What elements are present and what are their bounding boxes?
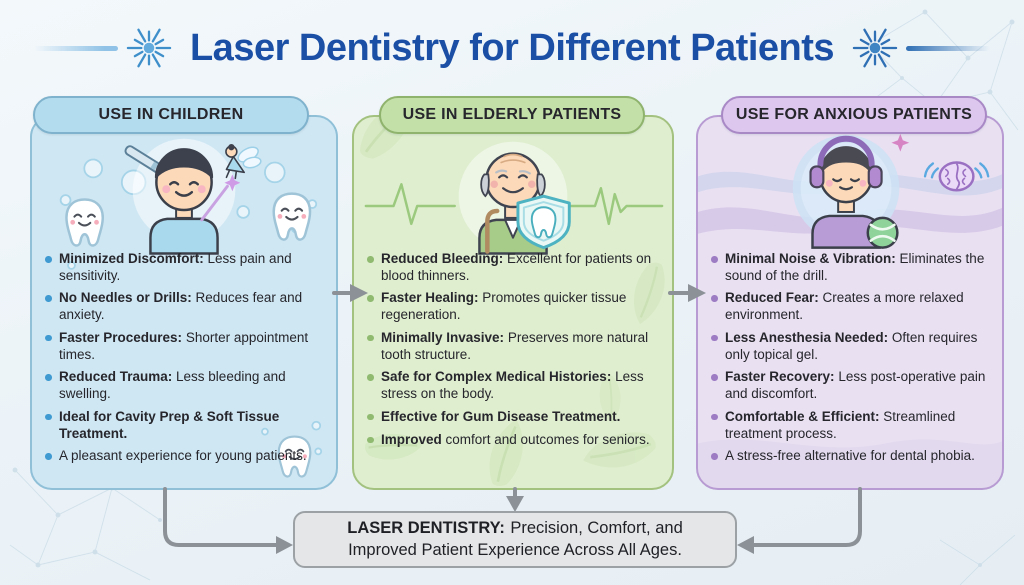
happy-tooth-icon bbox=[272, 192, 312, 241]
benefit-lead: Effective for Gum Disease Treatment. bbox=[381, 408, 621, 424]
benefit-lead: Minimized Discomfort: bbox=[59, 251, 204, 266]
benefit-lead: Less Anesthesia Needed: bbox=[725, 329, 889, 345]
benefit-text: Excellent for patients on blood thinners… bbox=[381, 251, 652, 283]
summary-lead: LASER DENTISTRY: bbox=[347, 519, 505, 538]
wave-signal-icon bbox=[974, 162, 990, 179]
benefit-item: Faster Recovery: Less post-operative pai… bbox=[710, 369, 998, 402]
benefit-text: Eliminates the sound of the drill. bbox=[725, 251, 985, 283]
anxious-patient-figure bbox=[809, 135, 899, 249]
brain-icon bbox=[923, 161, 990, 192]
benefit-text: Promotes quicker tissue regeneration. bbox=[381, 290, 627, 323]
summary-text: Precision, Comfort, and Improved Patient… bbox=[348, 519, 683, 559]
benefit-lead: Ideal for Cavity Prep & Soft Tissue Trea… bbox=[59, 408, 280, 441]
benefit-item: Improved comfort and outcomes for senior… bbox=[366, 432, 668, 449]
ekg-heartbeat-icon bbox=[364, 183, 664, 226]
children-benefits-list: Minimized Discomfort: Less pain and sens… bbox=[44, 251, 332, 465]
laser-beam-line-left bbox=[34, 45, 118, 51]
benefit-lead: Improved bbox=[381, 431, 442, 447]
child-figure bbox=[149, 148, 219, 255]
wave-signal-icon bbox=[923, 162, 940, 179]
children-illustration bbox=[59, 138, 323, 478]
benefit-item: Less Anesthesia Needed: Often requires o… bbox=[710, 330, 998, 363]
anxious-illustration bbox=[698, 133, 1002, 488]
headphones-icon bbox=[809, 135, 883, 189]
benefit-lead: Faster Procedures: bbox=[59, 329, 183, 345]
benefit-item: Minimally Invasive: Preserves more natur… bbox=[366, 330, 668, 363]
benefit-text: A pleasant experience for young patients… bbox=[59, 448, 307, 464]
benefit-text: Less post-operative pain and discomfort. bbox=[725, 369, 986, 402]
benefit-text: Preserves more natural tooth structure. bbox=[381, 329, 649, 362]
benefit-item: Effective for Gum Disease Treatment. bbox=[366, 409, 668, 426]
stress-ball-icon bbox=[866, 216, 899, 249]
benefit-text: Shorter appointment times. bbox=[59, 329, 309, 362]
connector-children-to-footer bbox=[163, 487, 278, 547]
benefit-lead: Safe for Complex Medical Histories: bbox=[381, 369, 612, 385]
benefit-item: A pleasant experience for young patients… bbox=[44, 448, 332, 465]
tooth-fairy-icon bbox=[225, 144, 262, 180]
panel-children: Minimized Discomfort: Less pain and sens… bbox=[30, 115, 338, 490]
elderly-illustration bbox=[354, 117, 672, 488]
children-panel-header: USE IN CHILDREN bbox=[33, 96, 309, 134]
anxious-panel-header: USE FOR ANXIOUS PATIENTS bbox=[721, 96, 987, 134]
benefit-text: A stress-free alternative for dental pho… bbox=[725, 448, 975, 464]
laser-starburst-icon-left bbox=[126, 28, 172, 68]
benefit-item: Faster Procedures: Shorter appointment t… bbox=[44, 330, 332, 363]
laser-starburst-icon-right bbox=[852, 28, 898, 68]
elderly-benefits-list: Reduced Bleeding: Excellent for patients… bbox=[366, 251, 668, 448]
magic-wand-icon bbox=[200, 184, 229, 222]
benefit-item: Reduced Bleeding: Excellent for patients… bbox=[366, 251, 668, 284]
benefit-item: No Needles or Drills: Reduces fear and a… bbox=[44, 290, 332, 323]
benefit-lead: Faster Healing: bbox=[381, 290, 479, 306]
benefit-text: Streamlined treatment process. bbox=[725, 408, 956, 441]
benefit-item: Minimal Noise & Vibration: Eliminates th… bbox=[710, 251, 998, 284]
sparkle-icon bbox=[224, 174, 241, 192]
benefit-item: Safe for Complex Medical Histories: Less… bbox=[366, 369, 668, 402]
benefit-item: Comfortable & Efficient: Streamlined tre… bbox=[710, 409, 998, 442]
cane-icon bbox=[485, 208, 500, 254]
benefit-lead: Minimal Noise & Vibration: bbox=[725, 251, 896, 266]
benefit-item: Reduced Fear: Creates a more relaxed env… bbox=[710, 290, 998, 323]
benefit-text: Less bleeding and swelling. bbox=[59, 369, 286, 402]
happy-tooth-icon bbox=[65, 198, 105, 247]
page-title: Laser Dentistry for Different Patients bbox=[189, 26, 835, 69]
benefit-item: Reduced Trauma: Less bleeding and swelli… bbox=[44, 369, 332, 402]
benefit-text: Often requires only topical gel. bbox=[725, 329, 978, 362]
benefit-text: Creates a more relaxed environment. bbox=[725, 290, 964, 323]
anxious-benefits-list: Minimal Noise & Vibration: Eliminates th… bbox=[710, 251, 998, 465]
laser-beam-line-right bbox=[906, 45, 990, 51]
panel-elderly: Reduced Bleeding: Excellent for patients… bbox=[352, 115, 674, 490]
benefit-item: Ideal for Cavity Prep & Soft Tissue Trea… bbox=[44, 409, 332, 442]
benefit-lead: Minimally Invasive: bbox=[381, 329, 505, 345]
connector-anxious-to-footer bbox=[752, 487, 862, 547]
benefit-lead: Reduced Trauma: bbox=[59, 369, 173, 385]
benefit-item: Minimized Discomfort: Less pain and sens… bbox=[44, 251, 332, 284]
benefit-text: comfort and outcomes for seniors. bbox=[441, 431, 650, 447]
sparkle-icon bbox=[891, 133, 910, 152]
benefit-lead: Reduced Fear: bbox=[725, 290, 819, 306]
summary-box: LASER DENTISTRY:Precision, Comfort, and … bbox=[293, 511, 737, 568]
benefit-item: A stress-free alternative for dental pho… bbox=[710, 448, 998, 465]
elderly-panel-header: USE IN ELDERLY PATIENTS bbox=[379, 96, 645, 134]
benefit-lead: Comfortable & Efficient: bbox=[725, 408, 880, 424]
benefit-lead: No Needles or Drills: bbox=[59, 290, 192, 306]
benefit-text: Less pain and sensitivity. bbox=[59, 251, 292, 283]
benefit-lead: Reduced Bleeding: bbox=[381, 251, 504, 266]
benefit-lead: Faster Recovery: bbox=[725, 369, 835, 385]
shield-tooth-icon bbox=[516, 194, 571, 250]
benefit-text: Less stress on the body. bbox=[381, 369, 644, 402]
panel-anxious: Minimal Noise & Vibration: Eliminates th… bbox=[696, 115, 1004, 490]
benefit-item: Faster Healing: Promotes quicker tissue … bbox=[366, 290, 668, 323]
title-row: Laser Dentistry for Different Patients bbox=[0, 16, 1024, 80]
benefit-text: Reduces fear and anxiety. bbox=[59, 290, 303, 323]
